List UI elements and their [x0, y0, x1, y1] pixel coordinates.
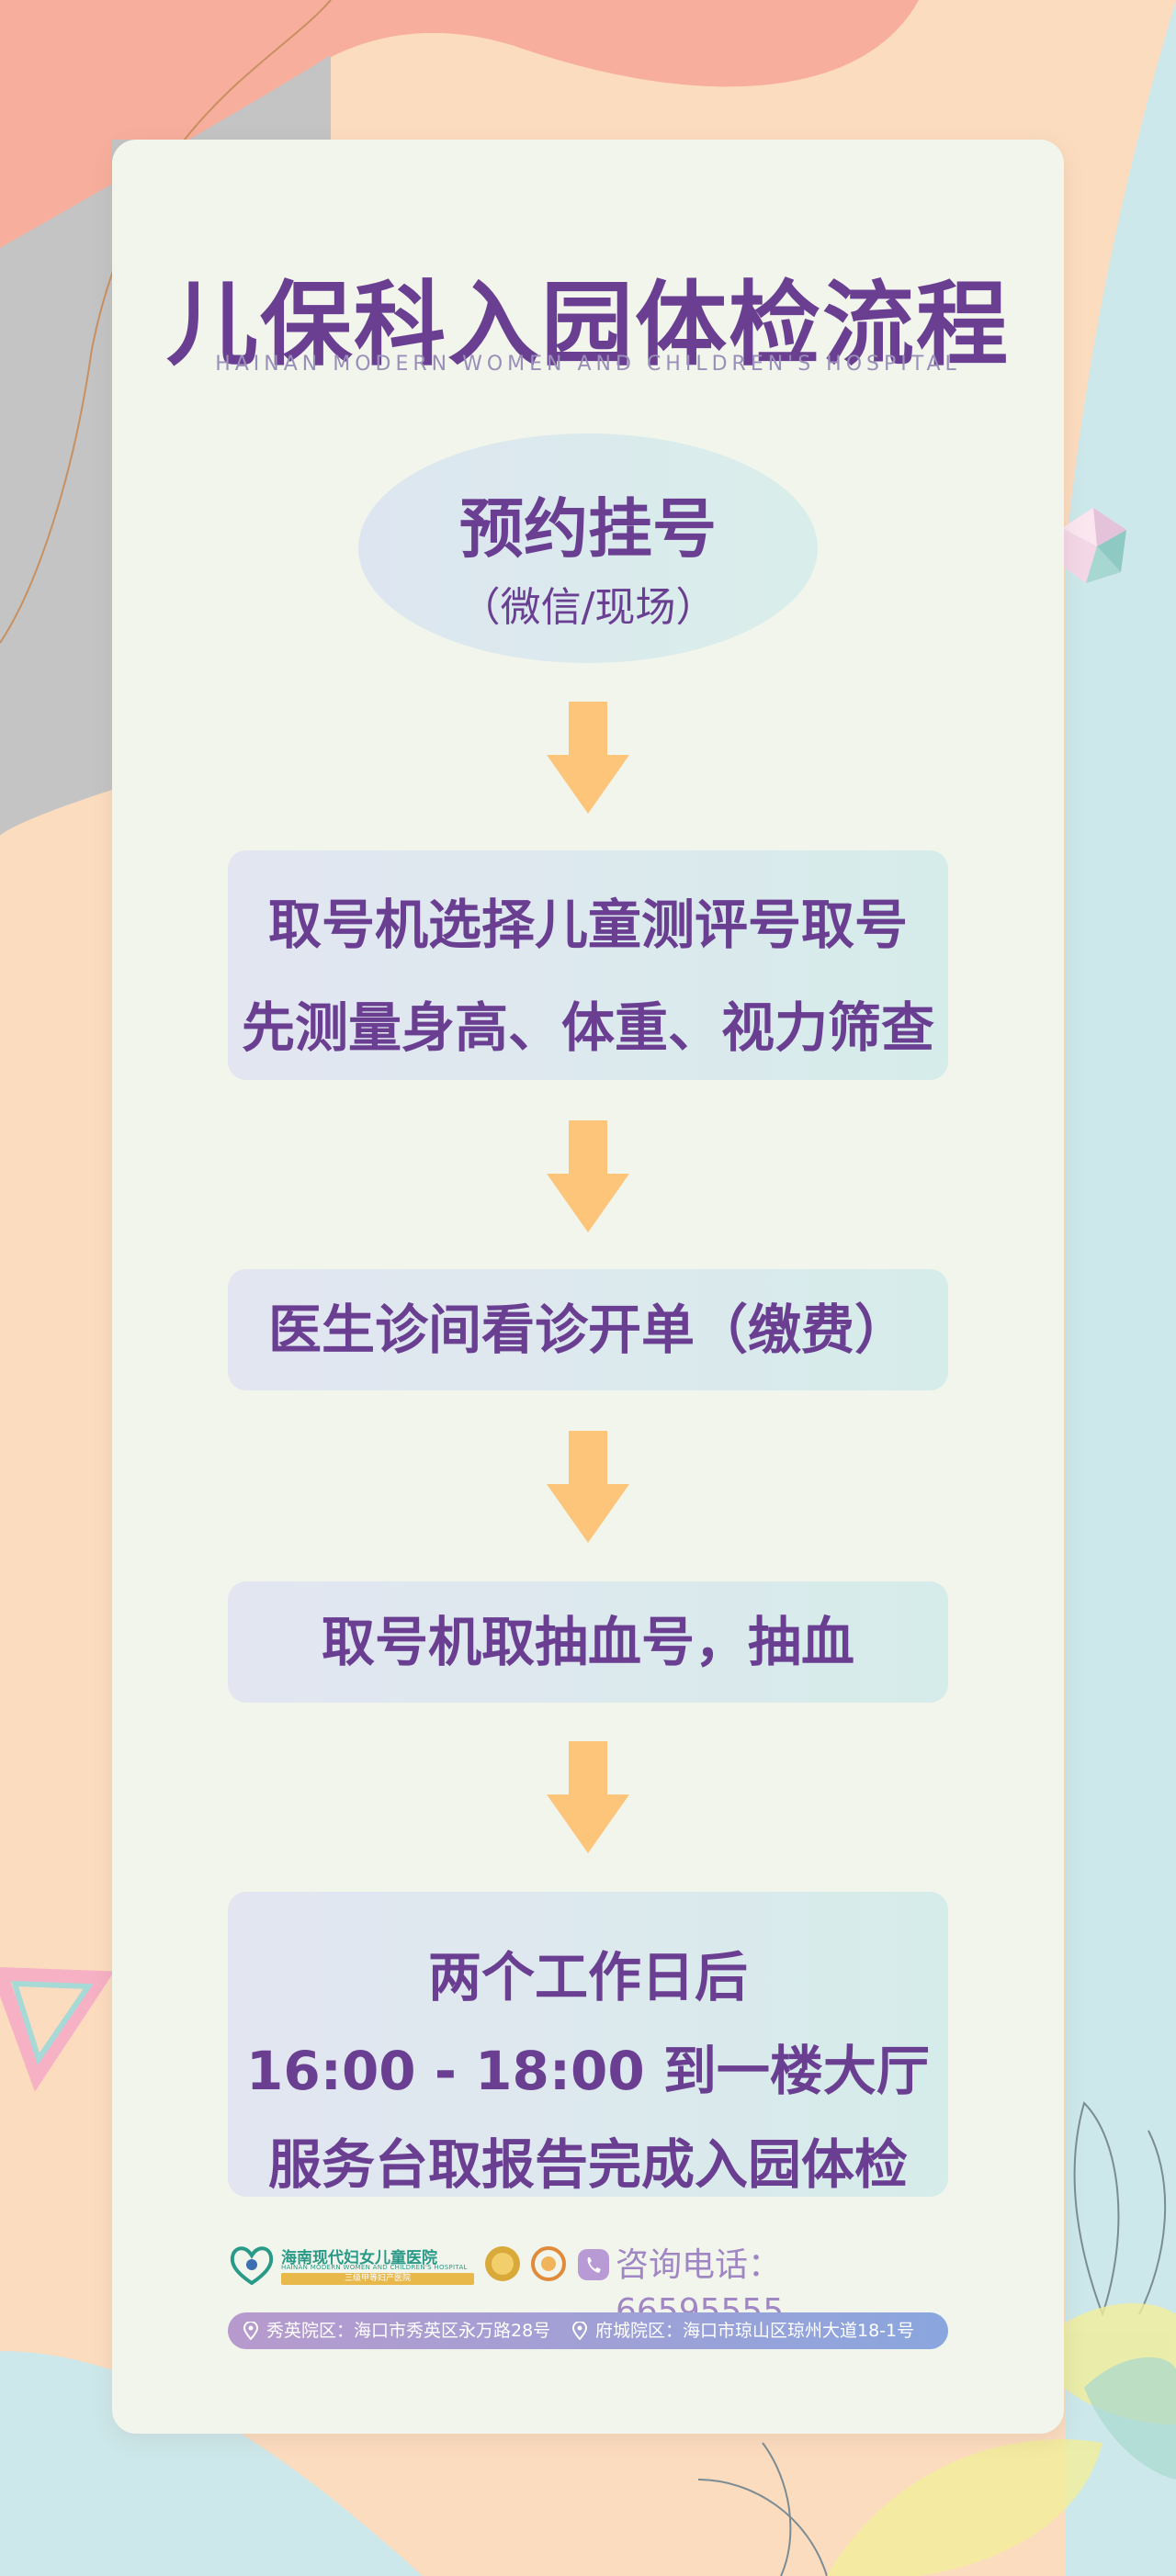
- location-pin-icon: [571, 2322, 588, 2340]
- step-4-box: 取号机取抽血号，抽血: [228, 1581, 948, 1703]
- hospital-name: 海南现代妇女儿童医院: [281, 2249, 437, 2267]
- poster-title: 儿保科入园体检流程: [166, 271, 1010, 378]
- step-1-ellipse: 预约挂号 （微信/现场）: [358, 433, 818, 663]
- step-3-line-1: 医生诊间看诊开单（缴费）: [267, 1299, 908, 1361]
- down-arrow-icon: [547, 1120, 629, 1232]
- step-1-title: 预约挂号: [459, 491, 717, 567]
- phone-icon: [578, 2249, 609, 2280]
- gold-medal-icon: [485, 2246, 520, 2281]
- step-2-line-2: 先测量身高、体重、视力筛查: [241, 996, 934, 1059]
- hospital-tag: 三级甲等妇产医院: [344, 2274, 411, 2283]
- step-5-box: 两个工作日后 16:00 - 18:00 到一楼大厅 服务台取报告完成入园体检: [228, 1892, 948, 2197]
- footer-contact-row: 海南现代妇女儿童医院 HAINAN MODERN WOMEN AND CHILD…: [228, 2243, 948, 2330]
- hospital-name-en: HAINAN MODERN WOMEN AND CHILDREN'S HOSPI…: [281, 2264, 468, 2271]
- down-arrow-icon: [547, 702, 629, 814]
- hospital-logo-icon: [230, 2246, 274, 2285]
- step-2-box: 取号机选择儿童测评号取号 先测量身高、体重、视力筛查: [228, 850, 948, 1080]
- address-bar: 秀英院区：海口市秀英区永万路28号 府城院区：海口市琼山区琼州大道18-1号: [228, 2312, 948, 2349]
- down-arrow-icon: [547, 1431, 629, 1543]
- hospital-tag-bar: [281, 2273, 474, 2285]
- address-fucheng: 府城院区：海口市琼山区琼州大道18-1号: [595, 2321, 915, 2341]
- step-4-line-1: 取号机取抽血号，抽血: [321, 1611, 854, 1673]
- poster-subtitle: HAINAN MODERN WOMEN AND CHILDREN'S HOSPI…: [215, 353, 961, 376]
- address-xiuying: 秀英院区：海口市秀英区永万路28号: [266, 2321, 551, 2341]
- step-1-note: （微信/现场）: [459, 584, 717, 631]
- step-5-line-1: 两个工作日后: [427, 1946, 748, 2008]
- step-5-line-2: 16:00 - 18:00 到一楼大厅: [246, 2040, 930, 2102]
- certification-badge-icon: [531, 2246, 566, 2281]
- location-pin-icon: [243, 2322, 259, 2340]
- down-arrow-icon: [547, 1741, 629, 1853]
- step-3-box: 医生诊间看诊开单（缴费）: [228, 1269, 948, 1390]
- content-card: 儿保科入园体检流程 HAINAN MODERN WOMEN AND CHILDR…: [112, 140, 1064, 2434]
- step-2-line-1: 取号机选择儿童测评号取号: [267, 894, 908, 956]
- step-5-line-3: 服务台取报告完成入园体检: [267, 2133, 908, 2196]
